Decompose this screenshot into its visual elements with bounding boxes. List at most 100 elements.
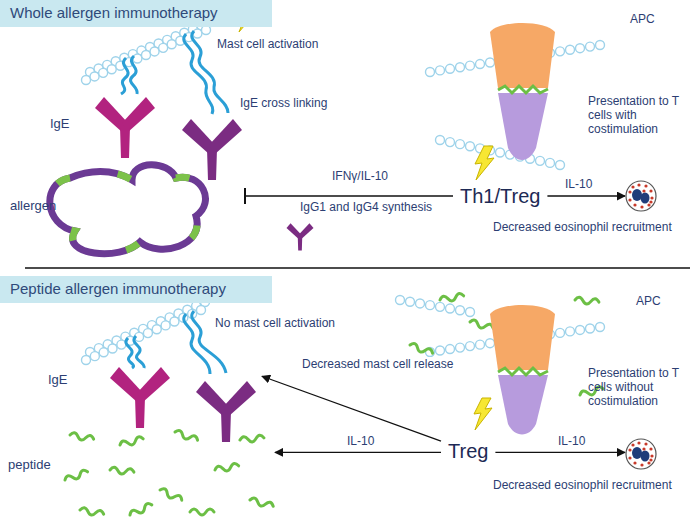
allergen-molecule — [50, 165, 206, 254]
peptide-group: peptide — [5, 425, 275, 525]
ige-antibody — [110, 367, 170, 428]
membrane-bead — [108, 344, 117, 353]
membrane-bead — [576, 44, 585, 53]
membrane-bead — [167, 40, 176, 49]
membrane-bead — [406, 297, 415, 306]
membrane-bead — [566, 327, 575, 336]
peptide-fragment — [240, 435, 264, 443]
membrane-bead — [197, 306, 206, 315]
connector-arrow — [275, 452, 441, 453]
membrane-bead — [446, 345, 455, 354]
membrane-bead — [133, 54, 142, 63]
ige-complex: IgE — [45, 350, 262, 425]
membrane-bead — [150, 47, 159, 56]
connector-arrow — [262, 376, 441, 441]
membrane-bead — [446, 138, 455, 147]
membrane-bead — [426, 301, 435, 310]
membrane-bead — [396, 296, 405, 305]
membrane-bead — [476, 60, 485, 69]
node-text: allergen — [10, 198, 56, 214]
membrane-bead — [193, 29, 202, 38]
membrane-bead — [436, 302, 445, 311]
peptide-fragment — [159, 487, 183, 503]
edge-label: IL-10 — [345, 434, 376, 448]
membrane-bead — [161, 321, 170, 330]
ige-antibody — [95, 97, 155, 158]
apc-cell — [490, 23, 555, 160]
cell-label: Treg — [448, 439, 488, 463]
membrane-bead — [159, 43, 168, 52]
membrane-bead — [556, 47, 565, 56]
membrane-bead — [596, 323, 605, 332]
membrane-bead — [466, 61, 475, 70]
membrane-bead — [456, 63, 465, 72]
allergen-complex: allergen — [10, 100, 245, 260]
ige-antibody — [196, 381, 256, 442]
membrane-bead — [466, 142, 475, 151]
membrane-bead — [486, 339, 495, 348]
membrane-bead — [152, 325, 161, 334]
membrane-bead — [566, 45, 575, 54]
t-cell-label: Th1/Treg — [456, 182, 544, 210]
edge-label: IL-10 — [556, 434, 587, 448]
membrane-bead — [170, 317, 179, 326]
node-text: Decreased eosinophil recruitment — [493, 478, 672, 492]
membrane-bead — [426, 68, 435, 77]
membrane-bead — [82, 76, 91, 85]
apc-group: APC Presentation to T cells without costi… — [470, 292, 695, 432]
annotation-label: Mast cell activation — [215, 37, 320, 51]
node-text: Decreased eosinophil recruitment — [493, 220, 672, 234]
edge-label: Decreased mast cell release — [300, 357, 455, 371]
peptide-fragment — [439, 293, 464, 303]
membrane-bead — [456, 140, 465, 149]
node-text: Presentation to T cells with costimulati… — [588, 94, 693, 136]
membrane-bead — [456, 306, 465, 315]
peptide-fragment — [174, 429, 199, 443]
membrane-bead — [546, 158, 555, 167]
peptide-fragment — [214, 463, 239, 473]
peptide-fragment — [69, 432, 94, 442]
node-text: peptide — [8, 457, 51, 473]
membrane-bead — [586, 324, 595, 333]
annotation-label: IgG1 and IgG4 synthesis — [298, 200, 434, 214]
peptide-fragment — [249, 497, 274, 509]
connector-arrow — [547, 195, 625, 196]
apc-group: APC Presentation to T cells with costimul… — [470, 8, 695, 158]
eosinophil-cell — [625, 438, 657, 470]
membrane-bead — [143, 329, 152, 338]
membrane-bead — [416, 299, 425, 308]
membrane-bead — [90, 72, 99, 81]
eosinophil: Decreased eosinophil recruitment — [625, 180, 657, 212]
annotation-label: IgE cross linking — [238, 96, 329, 110]
membrane-bead — [576, 325, 585, 334]
membrane-bead — [456, 343, 465, 352]
fc-receptor — [121, 31, 228, 114]
activation-bolt — [474, 398, 492, 430]
peptide-fragment — [64, 469, 89, 483]
panel-header: Peptide allergen immunotherapy — [0, 276, 272, 303]
connector-arrow — [495, 452, 625, 453]
membrane-bead — [556, 328, 565, 337]
membrane-bead — [436, 136, 445, 145]
eosinophil: Decreased eosinophil recruitment — [625, 438, 657, 470]
fc-receptor — [126, 311, 226, 374]
annotation-label: No mast cell activation — [213, 316, 337, 330]
node-text: IgE — [48, 372, 68, 388]
membrane-bead — [82, 356, 91, 365]
ige-antibody — [182, 119, 242, 180]
eosinophil-cell — [625, 180, 657, 212]
peptide-fragment — [409, 342, 434, 356]
membrane-bead — [536, 156, 545, 165]
membrane-bead — [486, 58, 495, 67]
node-text: APC — [630, 12, 655, 26]
node-text: APC — [636, 294, 661, 308]
membrane-bead — [90, 352, 99, 361]
peptide-fragment — [190, 509, 214, 515]
node-text: Presentation to T cells without costimul… — [588, 366, 693, 408]
membrane-bead — [596, 41, 605, 50]
peptide-fragment — [469, 319, 494, 331]
edge-label: IFNγ/IL-10 — [330, 169, 390, 183]
membrane-bead — [99, 348, 108, 357]
